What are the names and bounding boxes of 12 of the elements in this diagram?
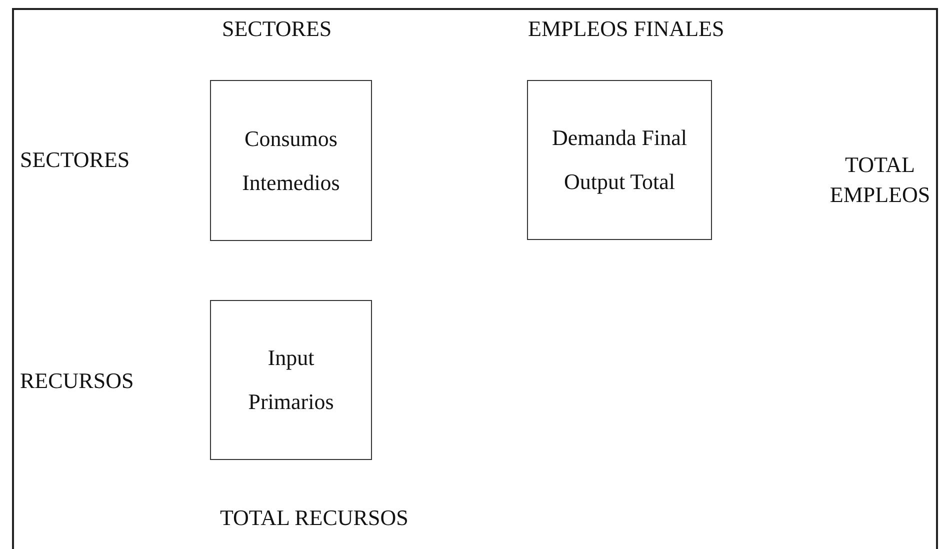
block-text: Consumos Intemedios bbox=[241, 124, 341, 196]
block-text: Demanda Final Output Total bbox=[550, 124, 688, 196]
block-text: Input Primarios bbox=[247, 344, 335, 416]
axis-label: RECURSOS bbox=[20, 367, 134, 395]
axis-label: EMPLEOS FINALES bbox=[528, 15, 724, 43]
axis-label: TOTAL EMPLEOS bbox=[828, 151, 932, 209]
matrix-block bbox=[210, 80, 372, 241]
axis-label: SECTORES bbox=[222, 15, 332, 43]
axis-label: SECTORES bbox=[20, 146, 130, 174]
matrix-block bbox=[527, 80, 712, 240]
axis-label: TOTAL RECURSOS bbox=[220, 504, 408, 532]
matrix-block bbox=[210, 300, 372, 460]
